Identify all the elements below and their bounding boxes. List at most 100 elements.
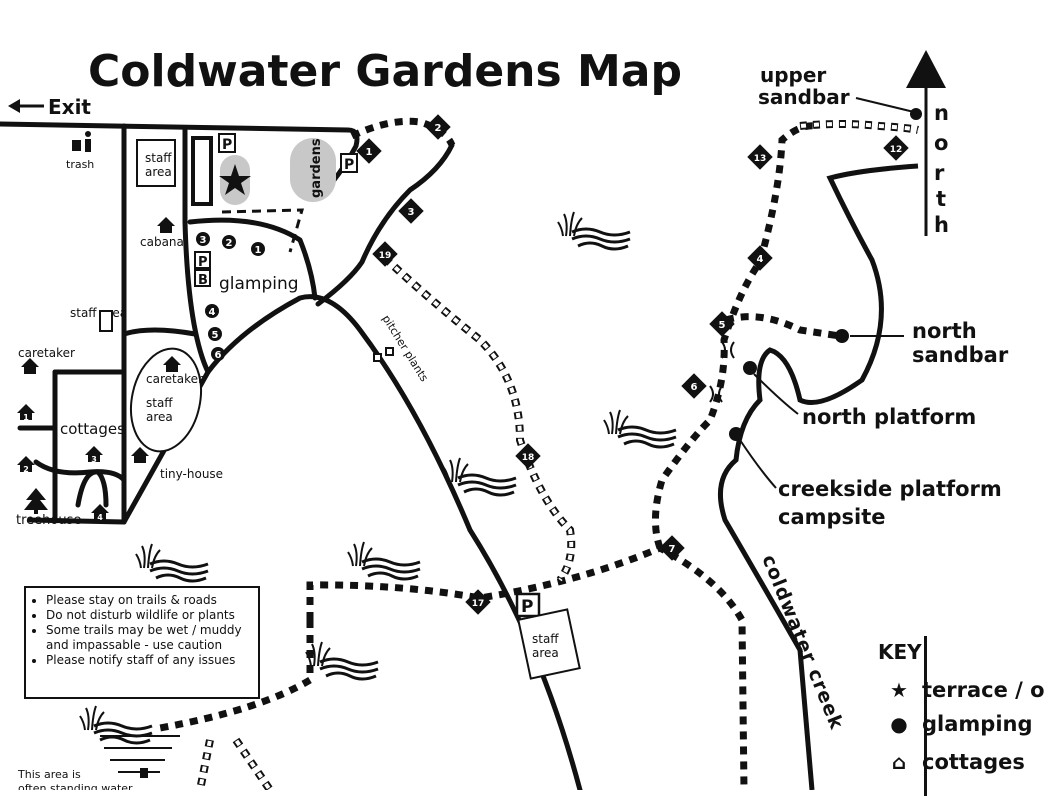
svg-text:5: 5 xyxy=(212,330,219,341)
trash-label: trash xyxy=(66,158,94,171)
footpath xyxy=(221,208,305,253)
svg-text:3: 3 xyxy=(408,207,415,218)
svg-text:5: 5 xyxy=(719,320,726,331)
cottage-house-icon: 2 xyxy=(17,456,35,474)
svg-text:1: 1 xyxy=(23,413,29,422)
svg-text:12: 12 xyxy=(890,145,903,155)
trail-marker: 3 xyxy=(398,198,424,224)
exit-arrow-icon xyxy=(8,99,44,113)
rule-item: Please stay on trails & roads xyxy=(46,593,252,608)
staff-area-box xyxy=(136,139,176,187)
cabana-house-icon xyxy=(157,217,175,233)
pitcher-plant-icon xyxy=(373,347,394,362)
star-icon: ★ xyxy=(890,678,908,702)
parking-sign-icon: P xyxy=(194,251,211,270)
parking-sign-icon: P xyxy=(218,133,236,153)
tiny-house-icon xyxy=(131,447,149,463)
svg-text:2: 2 xyxy=(226,238,233,249)
svg-text:18: 18 xyxy=(522,453,535,463)
treehouse-label: treehouse xyxy=(16,513,81,528)
rules-box: Please stay on trails & roads Do not dis… xyxy=(24,586,260,699)
svg-text:6: 6 xyxy=(215,350,222,361)
trail-marker: 4 xyxy=(747,245,773,271)
glamping-site-dot: 1 xyxy=(251,242,265,256)
marsh-icon xyxy=(556,210,632,251)
staff-area-label: staff xyxy=(146,396,173,410)
trail-marker: 13 xyxy=(747,144,773,170)
tiny-house-label: tiny-house xyxy=(160,467,223,481)
svg-text:4: 4 xyxy=(757,254,764,265)
north-letter: h xyxy=(934,213,949,237)
cottage-house-icon: 4 xyxy=(91,504,109,522)
north-letter: n xyxy=(934,101,949,125)
svg-text:6: 6 xyxy=(691,382,698,393)
star-icon xyxy=(219,164,251,195)
staff-area-label: area xyxy=(145,165,172,179)
trail-marker: 17 xyxy=(465,589,491,615)
creekside-platform-label: campsite xyxy=(778,505,886,529)
staff-area-label: area xyxy=(146,410,173,424)
key-label: glamping xyxy=(922,712,1033,736)
svg-text:13: 13 xyxy=(754,154,767,164)
rules-list: Please stay on trails & roads Do not dis… xyxy=(32,593,252,668)
creekside-platform-dot xyxy=(729,427,743,441)
creekside-platform-label: creekside platform xyxy=(778,477,1002,501)
map-title: Coldwater Gardens Map xyxy=(88,46,682,97)
north-arrow-icon xyxy=(906,50,946,236)
svg-text:3: 3 xyxy=(200,235,207,246)
gardens-area xyxy=(290,138,336,202)
gardens-label: gardens xyxy=(309,138,324,198)
glamping-label: glamping xyxy=(219,274,299,294)
upper-sandbar-label: sandbar xyxy=(758,85,850,109)
house-icon: ⌂ xyxy=(891,750,907,774)
map-key: KEY ★terrace / o ●glamping ⌂cottages xyxy=(876,636,1054,796)
staff-area-box xyxy=(517,608,581,680)
marsh-icon xyxy=(304,640,380,681)
wet-area-note: often standing water xyxy=(18,782,133,790)
glamping-site-dot: 3 xyxy=(196,232,210,246)
north-platform-label: north platform xyxy=(802,405,976,429)
svg-text:1: 1 xyxy=(255,245,262,256)
upper-sandbar-dot xyxy=(910,108,922,120)
bathroom-sign-icon: B xyxy=(194,269,211,288)
tree-icon xyxy=(24,488,48,514)
svg-text:P: P xyxy=(222,137,232,153)
trail-marker: 1 xyxy=(356,138,382,164)
cottages-label: cottages xyxy=(60,420,125,438)
bridge-icon xyxy=(709,341,735,403)
rule-item: Do not disturb wildlife or plants xyxy=(46,608,252,623)
north-platform-dot xyxy=(743,361,757,375)
north-letter: r xyxy=(934,161,945,185)
cottage-house-icon: 3 xyxy=(85,446,103,464)
key-row-cottages: ⌂ cottages xyxy=(876,750,1025,774)
parking-lot xyxy=(191,136,213,206)
svg-text:4: 4 xyxy=(97,513,103,522)
dot-icon: ● xyxy=(890,712,908,736)
key-row-terrace: ★ terrace / o xyxy=(876,678,1045,702)
glamping-site-dot: 5 xyxy=(208,327,222,341)
key-row-glamping: ● glamping xyxy=(876,712,1033,736)
svg-text:17: 17 xyxy=(472,599,485,609)
marsh-icon xyxy=(134,542,210,583)
trail-marker: 19 xyxy=(372,241,398,267)
cabana-label: cabana xyxy=(140,235,184,249)
svg-text:3: 3 xyxy=(91,455,97,464)
svg-text:B: B xyxy=(198,273,208,288)
creek xyxy=(717,163,919,790)
svg-text:1: 1 xyxy=(366,147,373,158)
svg-text:2: 2 xyxy=(23,465,29,474)
key-label: cottages xyxy=(922,750,1025,774)
svg-text:4: 4 xyxy=(209,307,216,318)
cottage-house-icon: 1 xyxy=(17,404,35,422)
marsh-icon xyxy=(346,540,422,581)
trail-marker: 5 xyxy=(709,311,735,337)
staff-area-label: staff xyxy=(145,151,172,165)
caretaker-house-icon xyxy=(21,358,39,374)
trail-marker: 7 xyxy=(659,535,685,561)
north-sandbar-dot xyxy=(835,329,849,343)
north-sandbar-label: sandbar xyxy=(912,343,1009,367)
svg-text:P: P xyxy=(344,157,354,173)
staff-area-box xyxy=(99,310,113,332)
key-label: terrace / o xyxy=(922,678,1045,702)
